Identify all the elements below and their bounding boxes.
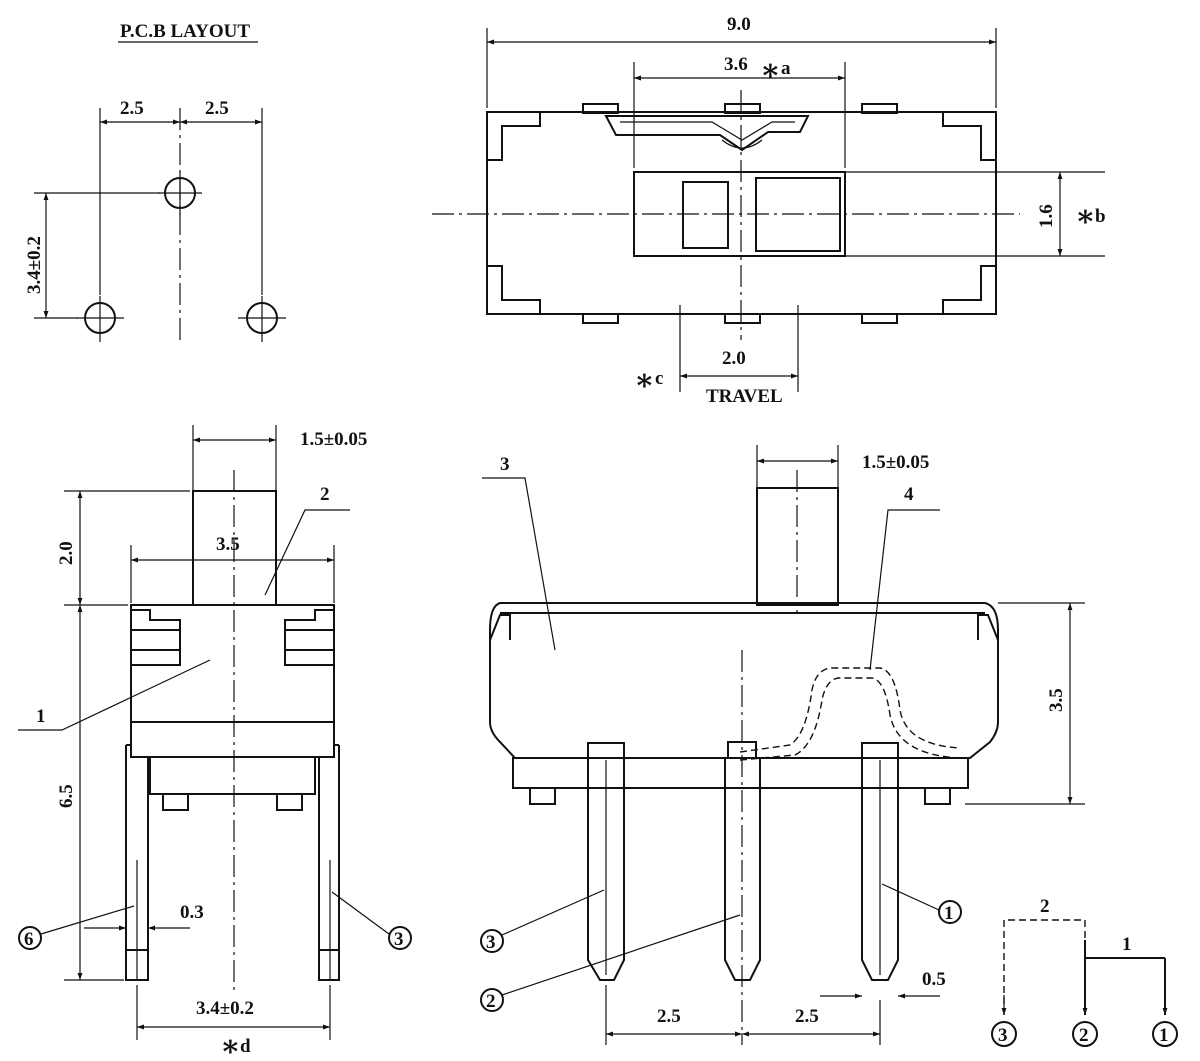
- front-pin-center: [724, 758, 761, 981]
- pcb-dim-left: 2.5: [120, 98, 144, 119]
- top-corner-bl: [486, 265, 541, 314]
- side-pin-3: 3: [394, 929, 404, 950]
- front-pin-2: 2: [486, 991, 496, 1012]
- schematic-pin-2: 2: [1079, 1025, 1089, 1046]
- top-slider-left-cell: [682, 181, 729, 249]
- top-star-c: ∗: [634, 364, 655, 397]
- front-detent-spring: [739, 667, 961, 753]
- front-body: [489, 602, 999, 759]
- front-dim-height: 3.5: [1046, 688, 1067, 712]
- top-travel-label: TRAVEL: [706, 386, 783, 407]
- top-dim-b: 1.6: [1036, 204, 1057, 228]
- top-dim-c: 2.0: [722, 348, 746, 369]
- top-mark-a: a: [781, 58, 791, 79]
- top-mark-c: c: [655, 368, 663, 389]
- top-corner-br: [942, 265, 997, 314]
- side-base: [149, 756, 316, 795]
- front-pin-3: 3: [486, 932, 496, 953]
- front-dim-pitch-left: 2.5: [657, 1006, 681, 1027]
- side-star-d: ∗: [220, 1030, 241, 1061]
- front-part-label-3: 3: [500, 454, 510, 475]
- front-leader-4: [869, 509, 940, 671]
- top-star-a: ∗: [760, 54, 781, 87]
- schematic-pin-1: 1: [1159, 1025, 1169, 1046]
- schematic-label-1: 1: [1122, 934, 1132, 955]
- front-leader-3: [482, 477, 556, 651]
- front-dim-pitch-right: 2.5: [795, 1006, 819, 1027]
- front-dim-pin-width: 0.5: [922, 969, 946, 990]
- pcb-layout-view: P.C.B LAYOUT 2.5 2.5 3.4±0.2: [24, 21, 286, 345]
- circuit-schematic: 2 1 3 2 1: [991, 896, 1178, 1047]
- top-star-b: ∗: [1075, 200, 1096, 233]
- top-dim-overall: 9.0: [727, 14, 751, 35]
- side-leader-1: [18, 659, 211, 731]
- schematic-pin-3-circle: [991, 1021, 1017, 1047]
- front-dim-actuator-width: 1.5±0.05: [862, 452, 929, 473]
- side-dim-pin-span: 3.4±0.2: [196, 998, 254, 1019]
- side-leader-2: [264, 509, 350, 596]
- side-part-label-2: 2: [320, 484, 330, 505]
- schematic-pin-1-circle: [1152, 1021, 1178, 1047]
- side-dim-body-width: 3.5: [216, 534, 240, 555]
- side-dim-pin-height: 6.5: [56, 784, 77, 808]
- top-view: 9.0 3.6 ∗ a 1.6 ∗: [432, 14, 1106, 407]
- side-leg-right: [318, 745, 340, 981]
- side-view: 1.5±0.05 2.0 6.5 3: [18, 425, 412, 1061]
- front-base: [512, 757, 969, 789]
- top-corner-tr: [942, 112, 997, 161]
- front-view: 1.5±0.05 3.5 3 4: [480, 445, 1085, 1045]
- side-dim-actuator-width: 1.5±0.05: [300, 429, 367, 450]
- front-pin-2-circle: [480, 988, 504, 1012]
- front-pin-1-circle: [938, 900, 962, 924]
- schematic-pin-2-circle: [1072, 1021, 1098, 1047]
- side-part-label-1: 1: [36, 706, 46, 727]
- side-mark-d: d: [240, 1036, 251, 1057]
- pcb-layout-title: P.C.B LAYOUT: [120, 21, 250, 42]
- side-dim-actuator-height: 2.0: [56, 541, 77, 565]
- front-pin-1: 1: [944, 903, 954, 924]
- top-spring-contact: [604, 115, 810, 152]
- side-pin-6-circle: [18, 926, 42, 950]
- front-pin-left: [587, 742, 625, 981]
- pcb-dim-right: 2.5: [205, 98, 229, 119]
- schematic-contact-2: [1003, 919, 1086, 1015]
- schematic-label-2: 2: [1040, 896, 1050, 917]
- top-dim-a: 3.6: [724, 54, 748, 75]
- side-dim-pin-thickness: 0.3: [180, 902, 204, 923]
- front-pin-3-circle: [480, 929, 504, 953]
- side-pin-6: 6: [24, 929, 34, 950]
- front-pin-right: [861, 742, 899, 981]
- top-corner-tl: [486, 112, 541, 161]
- front-part-label-4: 4: [904, 484, 914, 505]
- top-mark-b: b: [1095, 206, 1106, 227]
- pcb-dim-vertical: 3.4±0.2: [24, 236, 45, 294]
- side-pin-3-circle: [388, 926, 412, 950]
- side-body: [130, 604, 335, 758]
- schematic-pin-3: 3: [998, 1025, 1008, 1046]
